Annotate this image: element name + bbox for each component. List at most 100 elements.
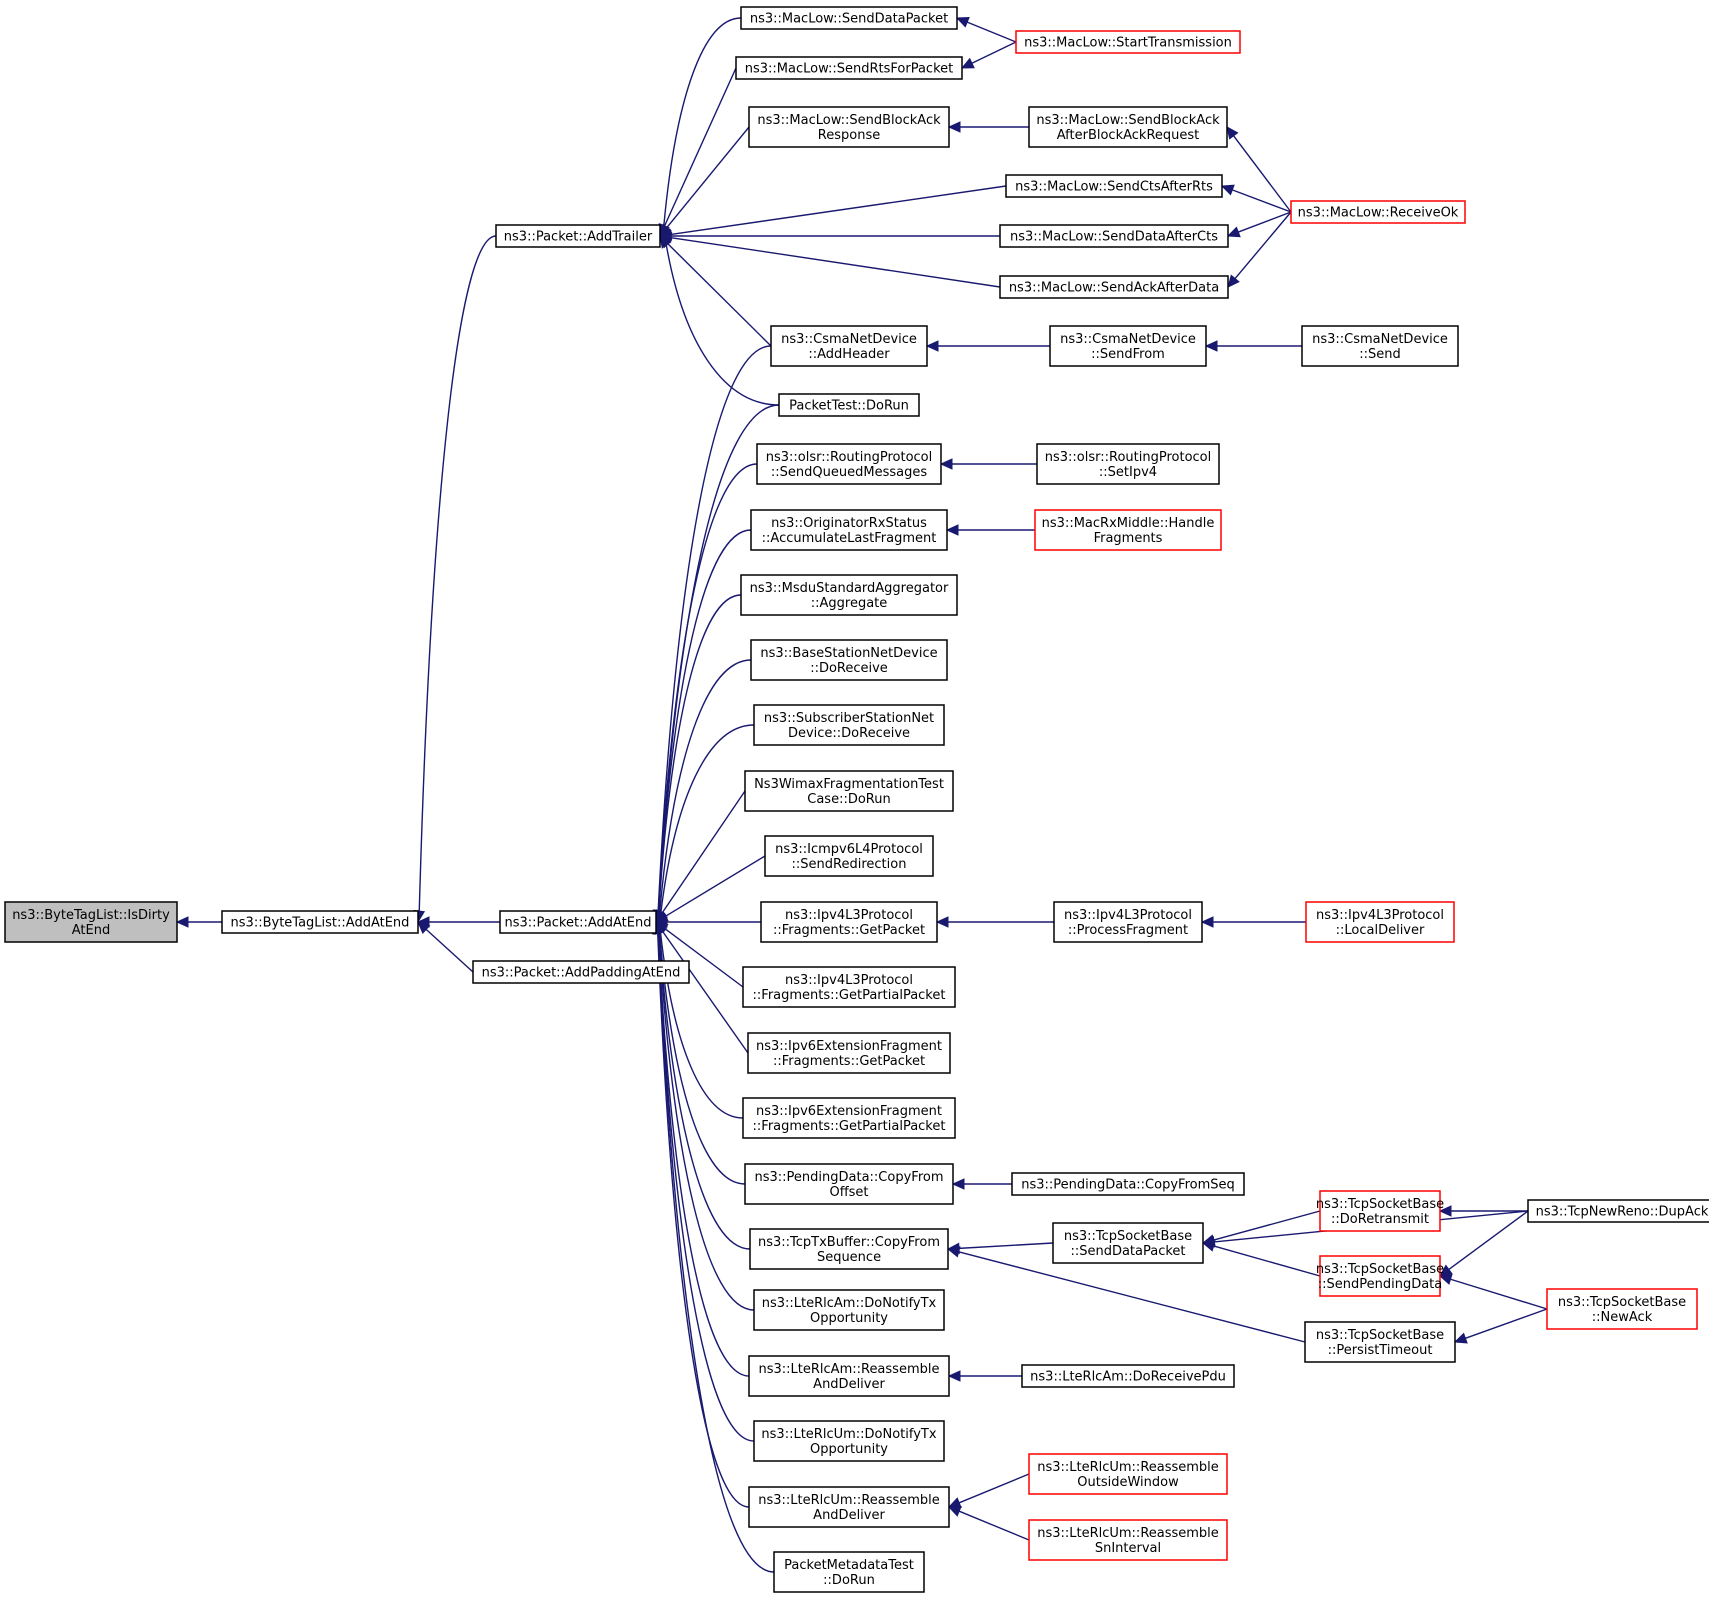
node-ss_doreceive[interactable]: ns3::SubscriberStationNetDevice::DoRecei… <box>753 704 945 746</box>
edge-tcp_persist-to-tcptx_copyfromseq <box>946 1246 1306 1343</box>
node-csma_send[interactable]: ns3::CsmaNetDevice::Send <box>1301 325 1459 367</box>
node-pkt_addtrailer[interactable]: ns3::Packet::AddTrailer <box>495 224 661 248</box>
node-label: ns3::Ipv4L3Protocol <box>785 908 913 923</box>
edge-csma_send-to-csma_sendfrom <box>1204 340 1302 352</box>
edge-mac_receiveok-to-mac_blockackafter <box>1226 126 1292 213</box>
node-box <box>999 224 1229 248</box>
node-mac_sendackafterdata[interactable]: ns3::MacLow::SendAckAfterData <box>999 275 1229 299</box>
node-btl_addatend[interactable]: ns3::ByteTagList::AddAtEnd <box>221 910 419 934</box>
node-label: ns3::MsduStandardAggregator <box>750 581 949 596</box>
node-label: OutsideWindow <box>1077 1475 1179 1490</box>
node-box <box>742 966 956 1008</box>
node-pkt_addatend[interactable]: ns3::Packet::AddAtEnd <box>499 910 657 934</box>
node-packettest_dorun[interactable]: PacketTest::DoRun <box>778 393 920 417</box>
node-icmpv6_redirect[interactable]: ns3::Icmpv6L4Protocol::SendRedirection <box>764 835 934 877</box>
node-ipv4_procfrag[interactable]: ns3::Ipv4L3Protocol::ProcessFragment <box>1053 901 1203 943</box>
node-ipv4_getpartial[interactable]: ns3::Ipv4L3Protocol::Fragments::GetParti… <box>742 966 956 1008</box>
node-box <box>1052 1222 1204 1264</box>
node-orig_accumulate[interactable]: ns3::OriginatorRxStatus::AccumulateLastF… <box>750 509 948 551</box>
node-tcp_newack[interactable]: ns3::TcpSocketBase::NewAck <box>1546 1288 1698 1330</box>
node-box <box>748 1355 950 1397</box>
edge-packettest_dorun-to-pkt_addtrailer <box>659 235 780 406</box>
node-label: ::Send <box>1359 347 1401 362</box>
edges-layer <box>175 16 1548 1573</box>
node-box <box>221 910 419 934</box>
node-label: ::Aggregate <box>811 596 888 611</box>
node-tcpnewreno_dupack[interactable]: ns3::TcpNewReno::DupAck <box>1527 1199 1709 1223</box>
node-label: ns3::Packet::AddAtEnd <box>505 916 652 931</box>
edge-mac_starttx-to-mac_sendrts <box>960 41 1017 69</box>
node-ipv4_getpacket[interactable]: ns3::Ipv4L3Protocol::Fragments::GetPacke… <box>760 901 938 943</box>
edge-tcpnewreno_dupack-to-tcp_sendpending <box>1439 1210 1529 1277</box>
node-label: ns3::TcpSocketBase <box>1316 1197 1444 1212</box>
node-label: ns3::CsmaNetDevice <box>1060 332 1196 347</box>
node-label: ns3::LteRlcUm::Reassemble <box>1037 1526 1219 1541</box>
node-pending_copyfromseq[interactable]: ns3::PendingData::CopyFromSeq <box>1011 1172 1245 1196</box>
node-label: Opportunity <box>810 1442 888 1457</box>
node-box <box>1305 901 1455 943</box>
node-label: ns3::Icmpv6L4Protocol <box>775 842 923 857</box>
node-tcp_senddatapacket[interactable]: ns3::TcpSocketBase::SendDataPacket <box>1052 1222 1204 1264</box>
node-tcp_doretransmit[interactable]: ns3::TcpSocketBase::DoRetransmit <box>1316 1190 1444 1232</box>
node-csma_sendfrom[interactable]: ns3::CsmaNetDevice::SendFrom <box>1049 325 1207 367</box>
edge-lterlcam_reassemble-to-pkt_addatend <box>652 920 750 1377</box>
node-box <box>770 325 928 367</box>
node-olsr_setipv4[interactable]: ns3::olsr::RoutingProtocol::SetIpv4 <box>1036 443 1220 485</box>
node-pkt_addpadding[interactable]: ns3::Packet::AddPaddingAtEnd <box>472 960 690 984</box>
node-label: ns3::MacRxMiddle::Handle <box>1042 516 1215 531</box>
edge-tcpnewreno_dupack-to-tcp_doretransmit <box>1438 1205 1528 1217</box>
node-box <box>4 901 178 943</box>
node-label: PacketMetadataTest <box>784 1558 914 1573</box>
node-box <box>1319 1190 1441 1232</box>
node-mac_starttx[interactable]: ns3::MacLow::StartTransmission <box>1015 30 1241 54</box>
edge-mac_sendackafterdata-to-pkt_addtrailer <box>658 231 1001 288</box>
node-ipv4_localdeliver[interactable]: ns3::Ipv4L3Protocol::LocalDeliver <box>1305 901 1455 943</box>
node-label: ns3::MacLow::SendCtsAfterRts <box>1015 180 1213 195</box>
node-mac_sendcts[interactable]: ns3::MacLow::SendCtsAfterRts <box>1005 174 1223 198</box>
node-label: ::SendRedirection <box>792 857 907 872</box>
node-label: SnInterval <box>1095 1541 1161 1556</box>
edge-mac_sendcts-to-pkt_addtrailer <box>658 185 1007 241</box>
node-box <box>499 910 657 934</box>
node-lterlcam_doreceive[interactable]: ns3::LteRlcAm::DoReceivePdu <box>1021 1364 1235 1388</box>
node-box <box>740 6 958 30</box>
node-label: ns3::LteRlcUm::Reassemble <box>758 1493 940 1508</box>
node-pktmeta_dorun[interactable]: PacketMetadataTest::DoRun <box>773 1551 925 1593</box>
node-box <box>778 393 920 417</box>
node-label: ::SendQueuedMessages <box>771 465 927 480</box>
node-olsr_sendqueued[interactable]: ns3::olsr::RoutingProtocol::SendQueuedMe… <box>756 443 942 485</box>
node-label: ns3::TcpSocketBase <box>1558 1295 1686 1310</box>
node-label: ns3::Packet::AddPaddingAtEnd <box>482 966 681 981</box>
node-tcp_persist[interactable]: ns3::TcpSocketBase::PersistTimeout <box>1304 1321 1456 1363</box>
node-mac_senddataaftercts[interactable]: ns3::MacLow::SendDataAfterCts <box>999 224 1229 248</box>
node-box <box>1319 1255 1441 1297</box>
node-label: ns3::olsr::RoutingProtocol <box>766 450 933 465</box>
node-mac_blockackafter[interactable]: ns3::MacLow::SendBlockAckAfterBlockAckRe… <box>1028 106 1228 148</box>
node-ipv6_getpartial[interactable]: ns3::Ipv6ExtensionFragment::Fragments::G… <box>742 1097 956 1139</box>
node-ipv6_getpacket[interactable]: ns3::Ipv6ExtensionFragment::Fragments::G… <box>747 1032 951 1074</box>
edge-mac_starttx-to-mac_senddatapacket <box>955 16 1017 43</box>
node-mac_receiveok[interactable]: ns3::MacLow::ReceiveOk <box>1290 200 1466 224</box>
node-label: ns3::MacLow::SendRtsForPacket <box>745 62 954 77</box>
node-mac_senddatapacket[interactable]: ns3::MacLow::SendDataPacket <box>740 6 958 30</box>
node-tcp_sendpending[interactable]: ns3::TcpSocketBase::SendPendingData <box>1316 1255 1444 1297</box>
node-mac_sendrts[interactable]: ns3::MacLow::SendRtsForPacket <box>735 56 963 80</box>
node-bs_doreceive[interactable]: ns3::BaseStationNetDevice::DoReceive <box>750 639 948 681</box>
node-msdu_aggregate[interactable]: ns3::MsduStandardAggregator::Aggregate <box>740 574 958 616</box>
node-box <box>756 443 942 485</box>
node-label: ns3::MacLow::SendDataPacket <box>750 12 948 27</box>
node-csma_addheader[interactable]: ns3::CsmaNetDevice::AddHeader <box>770 325 928 367</box>
node-label: AtEnd <box>72 923 110 938</box>
